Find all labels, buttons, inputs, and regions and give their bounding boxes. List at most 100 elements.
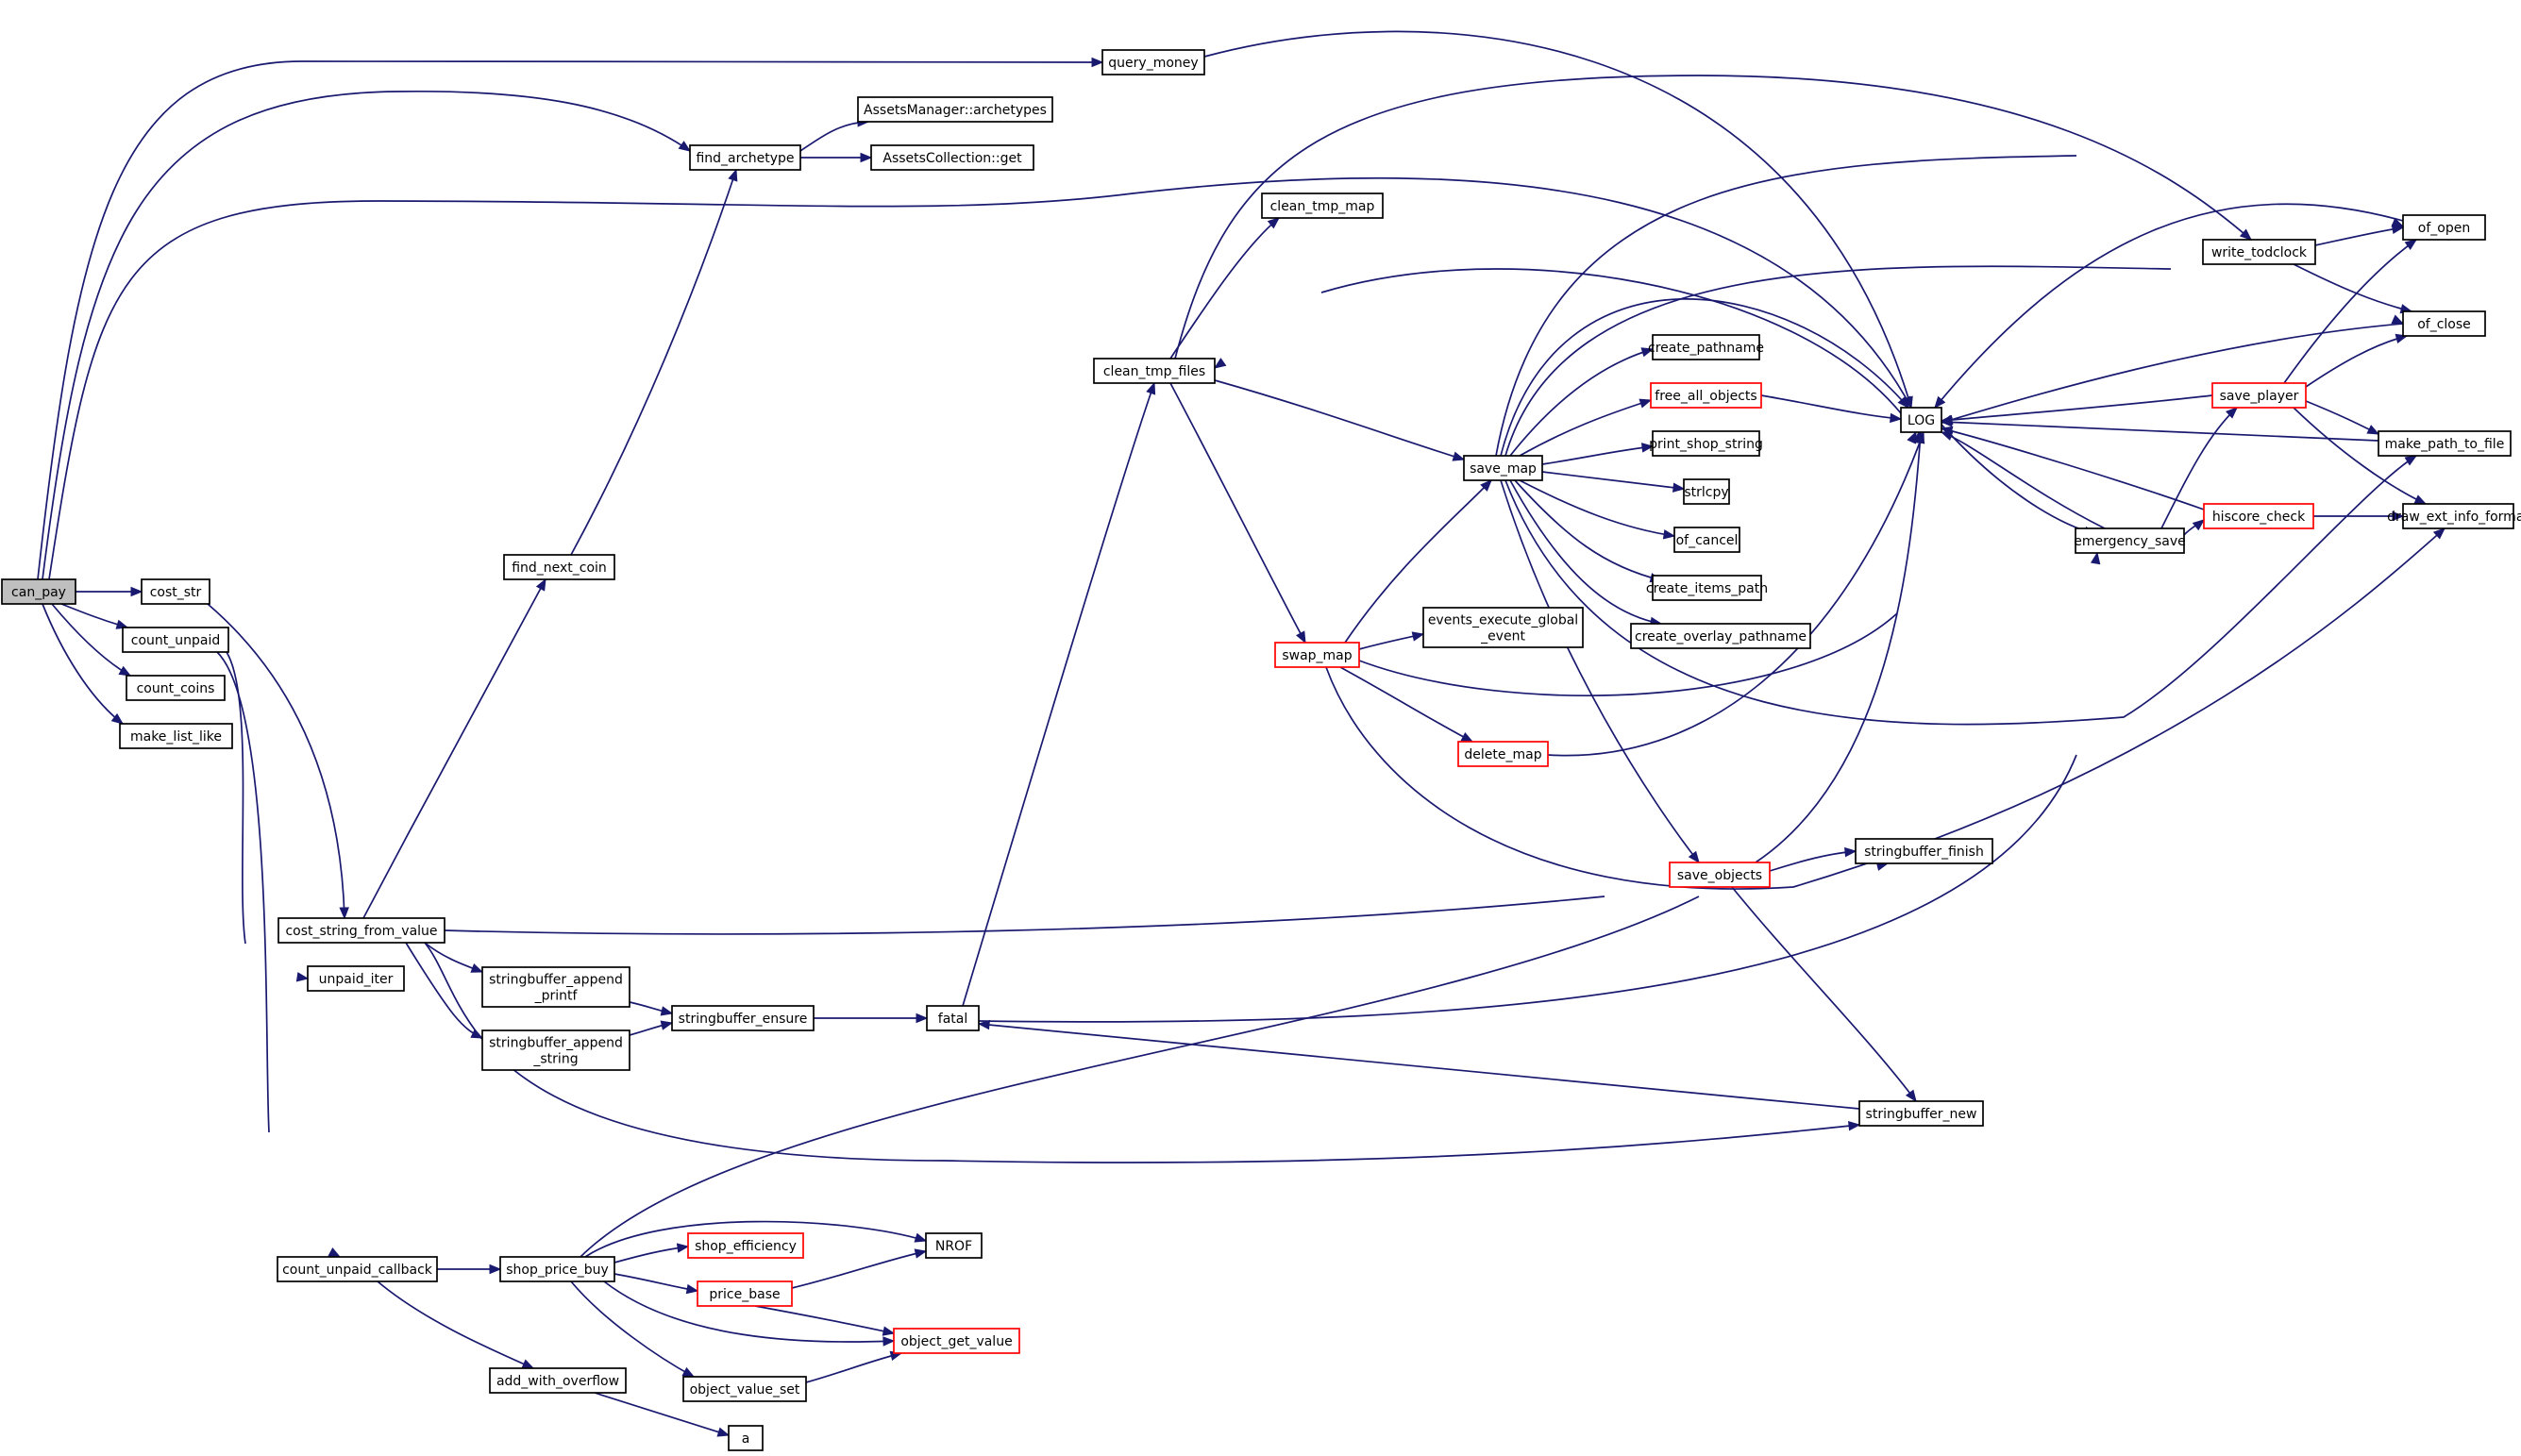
node-box[interactable] — [1858, 1100, 1984, 1127]
node-make_path_to_file[interactable]: make_path_to_file — [2378, 430, 2512, 457]
node-box[interactable] — [1261, 192, 1384, 219]
node-add_with_overflow[interactable]: add_with_overflow — [489, 1367, 627, 1394]
node-object_value_set[interactable]: object_value_set — [682, 1376, 807, 1402]
node-save_objects[interactable]: save_objects — [1669, 862, 1771, 888]
node-box[interactable] — [687, 1232, 804, 1259]
node-draw_ext_info_format[interactable]: draw_ext_info_format — [2387, 503, 2521, 529]
node-NROF[interactable]: NROF — [925, 1232, 983, 1259]
node-shop_efficiency[interactable]: shop_efficiency — [687, 1232, 804, 1259]
node-can_pay[interactable]: can_pay — [1, 578, 76, 605]
node-box[interactable] — [481, 1029, 630, 1071]
node-count_unpaid_callback[interactable]: count_unpaid_callback — [277, 1256, 438, 1282]
node-box[interactable] — [2203, 503, 2314, 529]
node-swap_map[interactable]: swap_map — [1274, 642, 1360, 668]
node-unpaid_iter[interactable]: unpaid_iter — [307, 965, 405, 992]
node-box[interactable] — [277, 1256, 438, 1282]
node-box[interactable] — [481, 966, 630, 1008]
node-box[interactable] — [1, 578, 76, 605]
node-box[interactable] — [926, 1005, 980, 1031]
node-box[interactable] — [671, 1005, 815, 1031]
node-hiscore_check[interactable]: hiscore_check — [2203, 503, 2314, 529]
node-stringbuffer_ensure[interactable]: stringbuffer_ensure — [671, 1005, 815, 1031]
node-box[interactable] — [1652, 334, 1760, 360]
node-box[interactable] — [119, 723, 233, 749]
node-box[interactable] — [1274, 642, 1360, 668]
node-price_base[interactable]: price_base — [697, 1280, 793, 1307]
node-delete_map[interactable]: delete_map — [1457, 741, 1549, 767]
node-box[interactable] — [1683, 478, 1730, 505]
node-box[interactable] — [1101, 49, 1205, 75]
node-find_next_coin[interactable]: find_next_coin — [503, 554, 615, 580]
node-box[interactable] — [682, 1376, 807, 1402]
node-assets_manager_archetypes[interactable]: AssetsManager::archetypes — [857, 96, 1053, 123]
node-fatal[interactable]: fatal — [926, 1005, 980, 1031]
node-box[interactable] — [1652, 575, 1762, 601]
node-of_open[interactable]: of_open — [2402, 214, 2486, 241]
node-box[interactable] — [1900, 407, 1942, 433]
node-box[interactable] — [870, 144, 1034, 171]
node-box[interactable] — [697, 1280, 793, 1307]
node-object_get_value[interactable]: object_get_value — [893, 1328, 1020, 1354]
node-box[interactable] — [126, 675, 226, 701]
node-query_money[interactable]: query_money — [1101, 49, 1205, 75]
node-box[interactable] — [503, 554, 615, 580]
node-box[interactable] — [499, 1256, 615, 1282]
node-box[interactable] — [141, 578, 210, 605]
node-cost_str[interactable]: cost_str — [141, 578, 210, 605]
node-box[interactable] — [2211, 382, 2307, 409]
node-LOG[interactable]: LOG — [1900, 407, 1942, 433]
node-make_list_like[interactable]: make_list_like — [119, 723, 233, 749]
node-box[interactable] — [1855, 838, 1993, 864]
node-emergency_save[interactable]: emergency_save — [2074, 527, 2186, 554]
node-of_cancel[interactable]: of_cancel — [1673, 527, 1740, 553]
node-stringbuffer_finish[interactable]: stringbuffer_finish — [1855, 838, 1993, 864]
node-box[interactable] — [122, 627, 229, 653]
node-box[interactable] — [1630, 623, 1811, 649]
node-save_map[interactable]: save_map — [1463, 455, 1543, 481]
node-box[interactable] — [925, 1232, 983, 1259]
node-stringbuffer_new[interactable]: stringbuffer_new — [1858, 1100, 1984, 1127]
node-save_player[interactable]: save_player — [2211, 382, 2307, 409]
node-box[interactable] — [728, 1425, 764, 1451]
node-a[interactable]: a — [728, 1425, 764, 1451]
node-cost_string_from_value[interactable]: cost_string_from_value — [277, 917, 445, 944]
node-print_shop_string[interactable]: print_shop_string — [1649, 430, 1763, 457]
node-box[interactable] — [2402, 310, 2486, 337]
node-count_coins[interactable]: count_coins — [126, 675, 226, 701]
node-box[interactable] — [2402, 214, 2486, 241]
node-clean_tmp_files[interactable]: clean_tmp_files — [1093, 358, 1216, 384]
node-box[interactable] — [489, 1367, 627, 1394]
node-free_all_objects[interactable]: free_all_objects — [1650, 382, 1762, 409]
node-write_todclock[interactable]: write_todclock — [2202, 239, 2316, 265]
node-create_overlay_pathname[interactable]: create_overlay_pathname — [1630, 623, 1811, 649]
node-create_pathname[interactable]: create_pathname — [1648, 334, 1764, 360]
node-events_execute_global_event[interactable]: events_execute_global_event — [1422, 607, 1584, 648]
node-box[interactable] — [2402, 503, 2514, 529]
node-box[interactable] — [277, 917, 445, 944]
node-box[interactable] — [1652, 430, 1760, 457]
node-assets_collection_get[interactable]: AssetsCollection::get — [870, 144, 1034, 171]
node-stringbuffer_append_printf[interactable]: stringbuffer_append_printf — [481, 966, 630, 1008]
node-box[interactable] — [893, 1328, 1020, 1354]
node-box[interactable] — [689, 144, 801, 171]
node-box[interactable] — [2378, 430, 2512, 457]
node-find_archetype[interactable]: find_archetype — [689, 144, 801, 171]
node-strlcpy[interactable]: strlcpy — [1683, 478, 1730, 505]
node-box[interactable] — [1422, 607, 1584, 648]
node-count_unpaid[interactable]: count_unpaid — [122, 627, 229, 653]
node-of_close[interactable]: of_close — [2402, 310, 2486, 337]
node-box[interactable] — [2202, 239, 2316, 265]
node-box[interactable] — [307, 965, 405, 992]
node-box[interactable] — [1093, 358, 1216, 384]
node-box[interactable] — [1669, 862, 1771, 888]
node-create_items_path[interactable]: create_items_path — [1646, 575, 1768, 601]
node-stringbuffer_append_string[interactable]: stringbuffer_append_string — [481, 1029, 630, 1071]
node-box[interactable] — [1463, 455, 1543, 481]
node-shop_price_buy[interactable]: shop_price_buy — [499, 1256, 615, 1282]
node-box[interactable] — [1457, 741, 1549, 767]
node-box[interactable] — [1650, 382, 1762, 409]
node-box[interactable] — [857, 96, 1053, 123]
node-clean_tmp_map[interactable]: clean_tmp_map — [1261, 192, 1384, 219]
node-box[interactable] — [1673, 527, 1740, 553]
node-box[interactable] — [2075, 527, 2185, 554]
